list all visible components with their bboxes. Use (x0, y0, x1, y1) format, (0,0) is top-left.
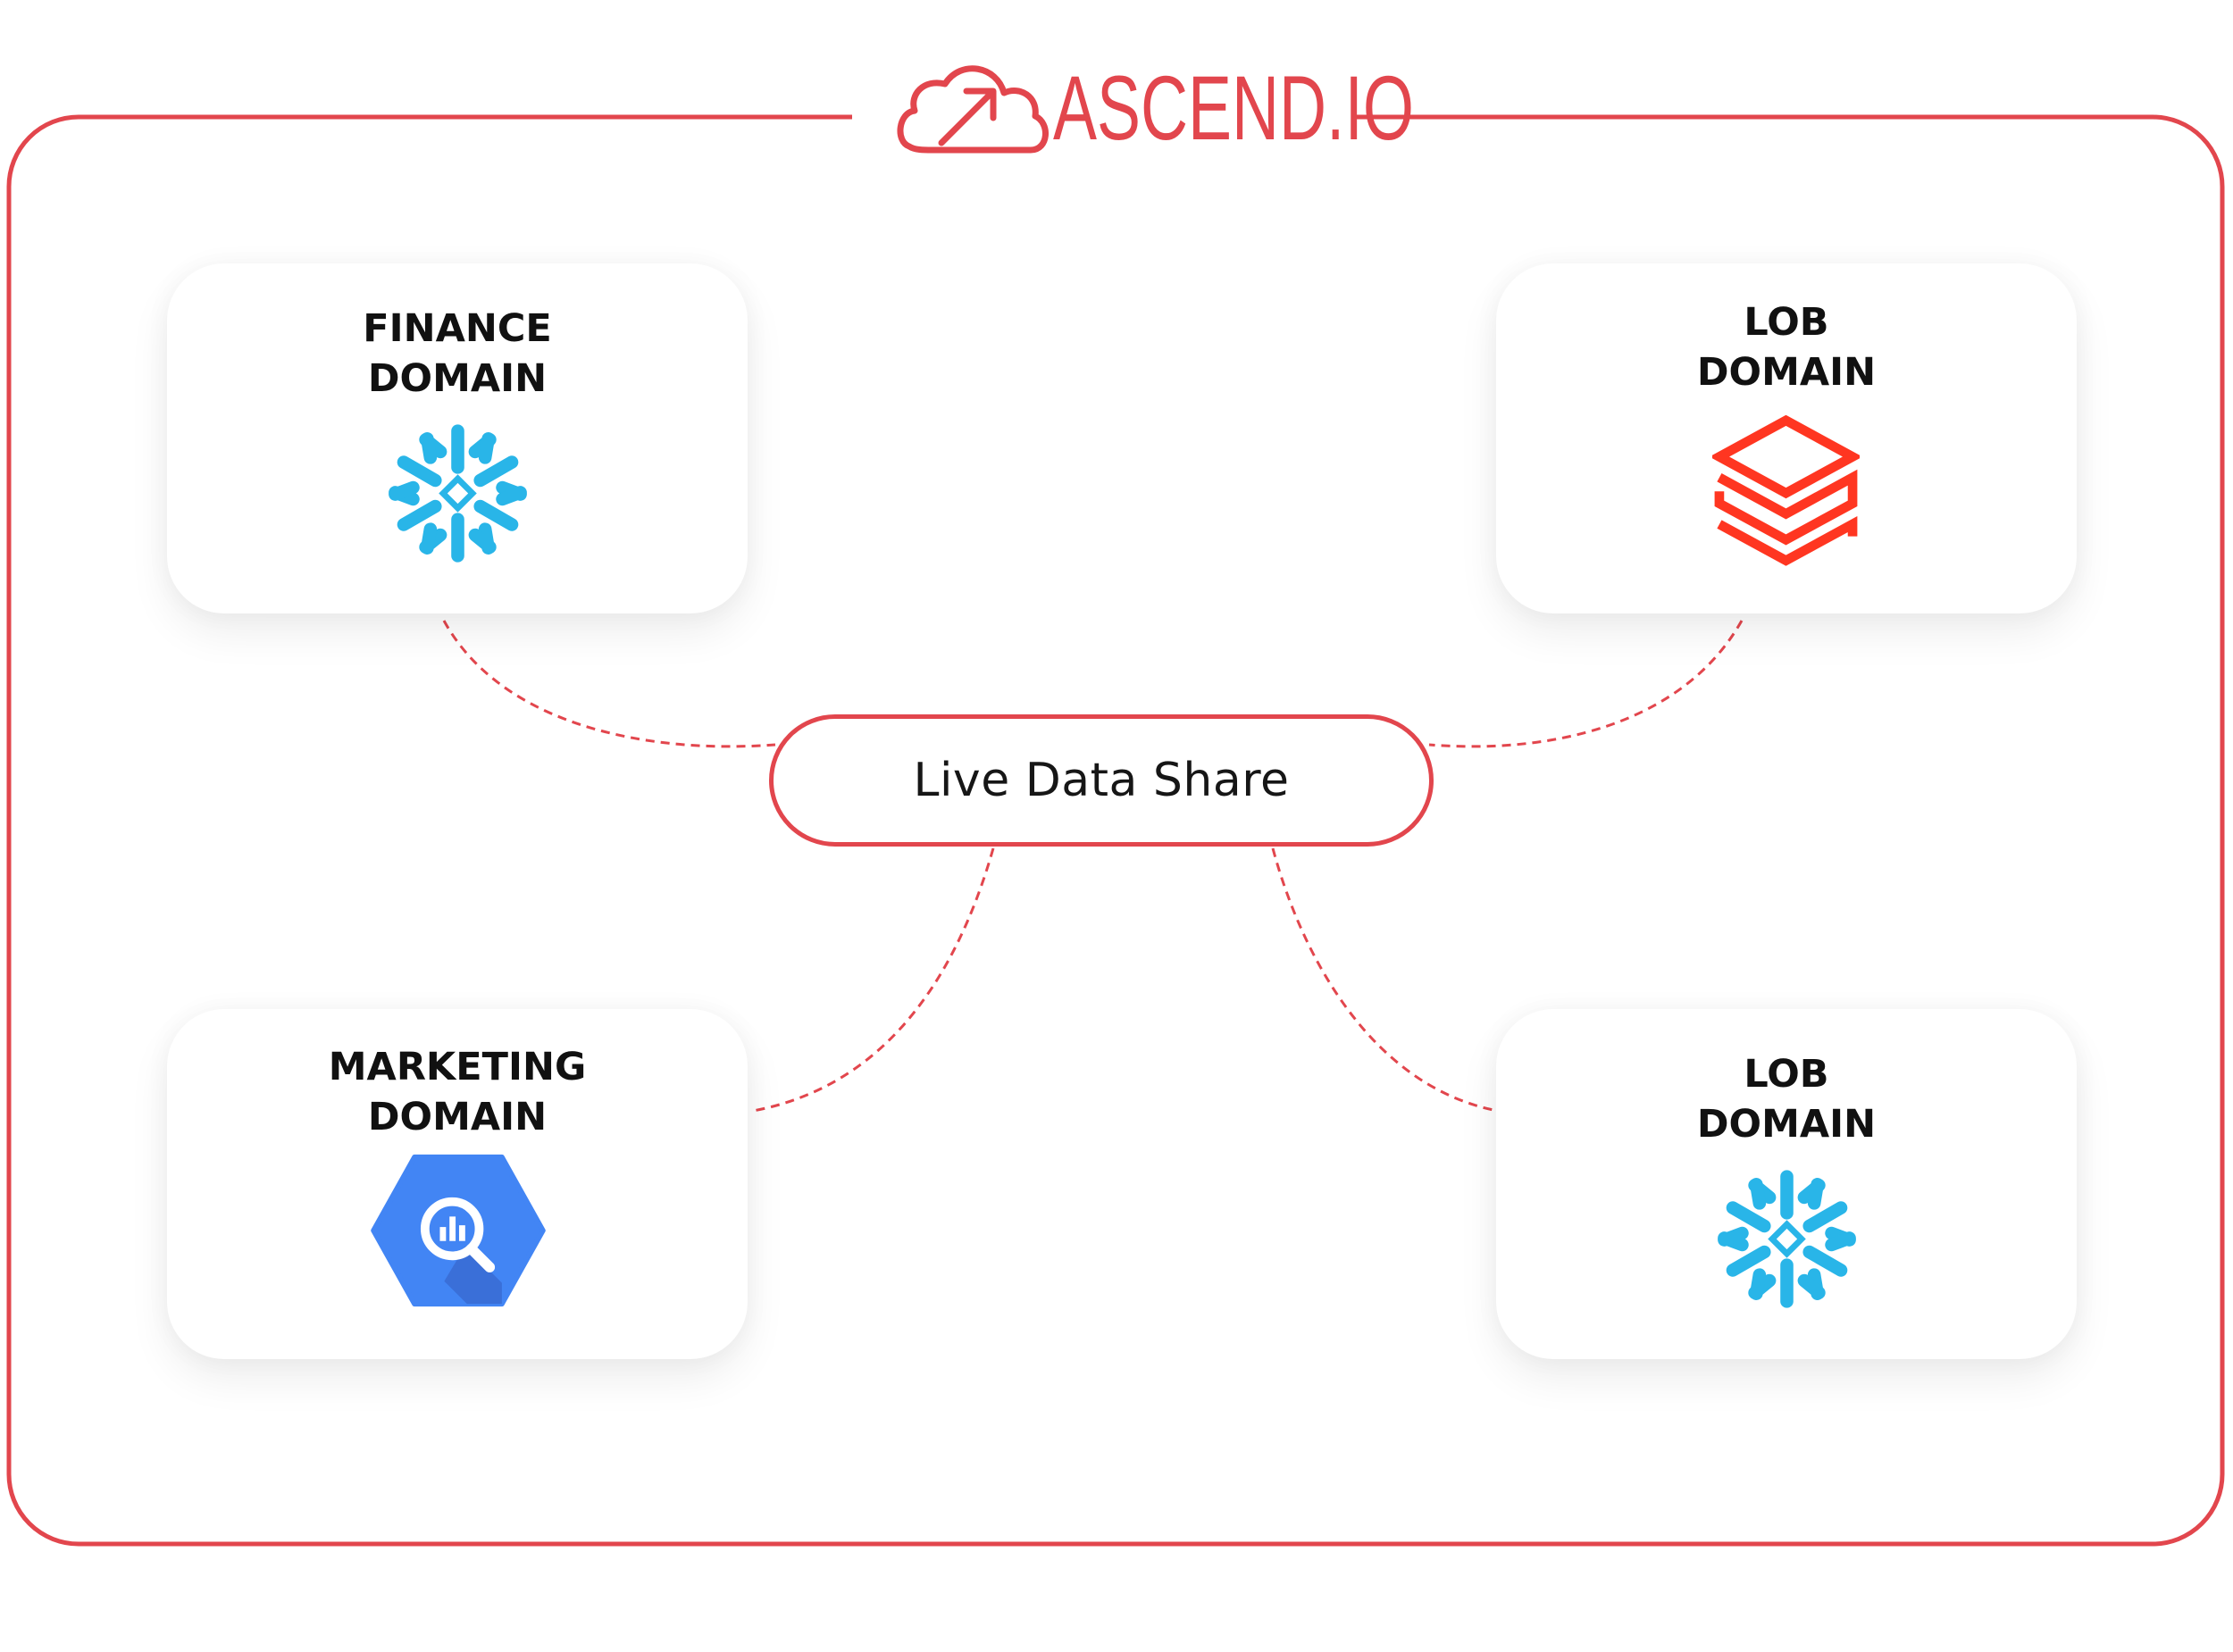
bigquery-icon (371, 1154, 546, 1307)
card-title-line: MARKETING (328, 1045, 587, 1089)
databricks-icon (1712, 415, 1860, 566)
brand-name: ASCEND.IO (1053, 57, 1414, 159)
card-title-line: LOB (1744, 1052, 1829, 1097)
live-data-share-hub: Live Data Share (769, 714, 1434, 847)
card-title-line: DOMAIN (1696, 1102, 1877, 1147)
card-title-line: DOMAIN (1696, 350, 1877, 395)
card-title: LOB DOMAIN (1496, 297, 2077, 397)
card-title-line: LOB (1744, 300, 1829, 345)
marketing-domain-card: MARKETING DOMAIN (167, 1009, 748, 1359)
card-title-line: DOMAIN (367, 356, 548, 401)
snowflake-icon (1718, 1170, 1856, 1308)
snowflake-icon (389, 424, 527, 563)
card-title: LOB DOMAIN (1496, 1049, 2077, 1149)
card-title-line: DOMAIN (367, 1095, 548, 1139)
lob-domain-card-top: LOB DOMAIN (1496, 263, 2077, 613)
connector-marketing (752, 847, 995, 1113)
card-title: MARKETING DOMAIN (167, 1042, 748, 1142)
connector-lob-top (1428, 620, 1744, 748)
cloud-arrow-icon (897, 65, 1049, 154)
connector-lob-bottom (1271, 847, 1494, 1112)
finance-domain-card: FINANCE DOMAIN (167, 263, 748, 613)
brand-logo: ASCEND.IO (852, 50, 1414, 166)
card-title: FINANCE DOMAIN (167, 304, 748, 404)
card-title-line: FINANCE (363, 306, 552, 351)
hub-label: Live Data Share (913, 754, 1290, 807)
connector-finance (442, 620, 776, 748)
lob-domain-card-bottom: LOB DOMAIN (1496, 1009, 2077, 1359)
